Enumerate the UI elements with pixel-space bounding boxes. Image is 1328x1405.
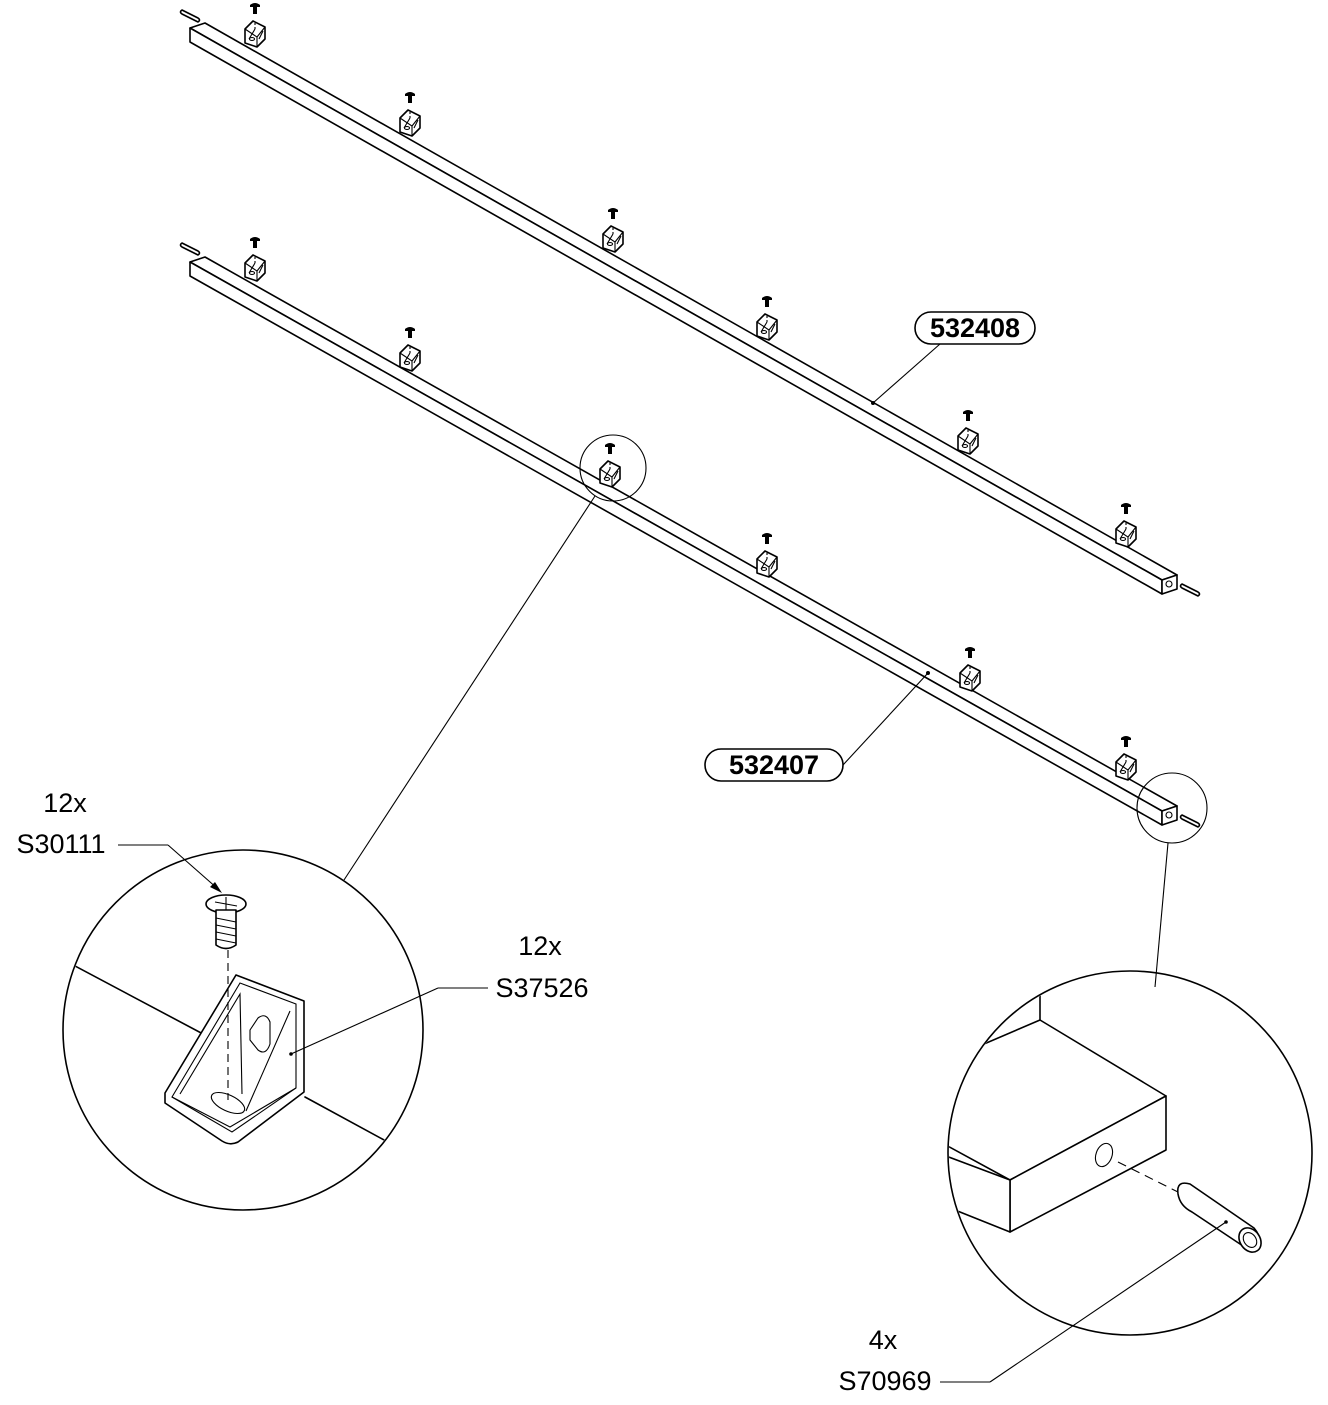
dowel [1176, 1182, 1262, 1253]
detail-view-dowel [947, 970, 1313, 1336]
bracket [599, 442, 621, 488]
part-label-532408: 532408 [871, 311, 1036, 405]
bracket [1115, 735, 1137, 781]
callout-screw: 12x S30111 [16, 788, 222, 893]
bracket [1115, 502, 1137, 548]
bracket [756, 532, 778, 578]
detail-view-bracket [62, 849, 424, 1211]
bracket [399, 91, 421, 137]
svg-text:S37526: S37526 [495, 973, 588, 1003]
detail-marker-bracket [579, 434, 647, 502]
svg-text:532407: 532407 [729, 750, 819, 780]
bracket [756, 295, 778, 341]
dowel [1179, 583, 1201, 597]
dowel [1179, 814, 1201, 828]
bracket [244, 2, 266, 48]
rail-front [189, 256, 1178, 826]
svg-text:532408: 532408 [930, 313, 1020, 343]
svg-text:S70969: S70969 [838, 1366, 931, 1396]
part-label-532407: 532407 [704, 671, 930, 782]
svg-text:S30111: S30111 [16, 829, 105, 859]
callout-bracket: 12x S37526 [290, 931, 589, 1055]
callout-dowel: 4x S70969 [838, 1221, 1227, 1396]
screw [205, 894, 247, 950]
rail-back [189, 22, 1178, 595]
dowel [179, 9, 201, 23]
dowel [179, 242, 201, 256]
bracket [959, 646, 981, 692]
svg-text:4x: 4x [869, 1325, 898, 1355]
bracket [602, 207, 624, 253]
bracket [244, 236, 266, 282]
bracket [399, 326, 421, 372]
svg-text:12x: 12x [518, 931, 562, 961]
svg-text:12x: 12x [43, 788, 87, 818]
detail-marker-dowel [1136, 772, 1208, 844]
bracket [957, 409, 979, 455]
